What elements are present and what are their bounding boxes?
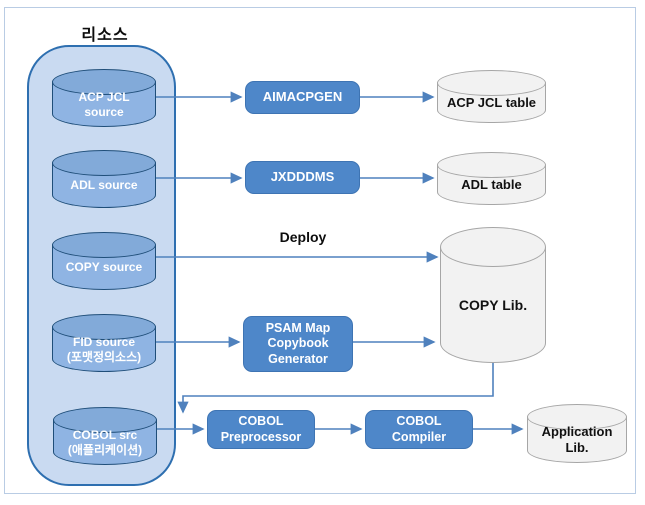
fid-source-label: FID source (포맷정의소스)	[66, 335, 142, 364]
copy-lib-label: COPY Lib.	[458, 296, 528, 313]
cylinder-adl-table: ADL table	[437, 152, 546, 205]
compiler-label: COBOL Compiler	[391, 413, 447, 444]
jxdddms-label: JXDDDMS	[270, 169, 335, 185]
cylinder-copy-source: COPY source	[52, 232, 156, 290]
cylinder-top	[437, 70, 546, 96]
cylinder-top	[440, 227, 546, 267]
cylinder-top	[52, 232, 156, 258]
diagram-frame	[4, 7, 636, 494]
adl-table-label: ADL table	[461, 177, 522, 193]
acp-jcl-source-label: ACP JCL source	[78, 90, 130, 119]
adl-source-label: ADL source	[70, 178, 138, 193]
cobol-source-label: COBOL src (애플리케이션)	[67, 428, 143, 457]
cylinder-acp-jcl-table: ACP JCL table	[437, 70, 546, 123]
acp-jcl-table-label: ACP JCL table	[446, 95, 537, 111]
cylinder-top	[53, 407, 157, 433]
cylinder-adl-source: ADL source	[52, 150, 156, 208]
cylinder-top	[52, 69, 156, 95]
cylinder-application-lib: Application Lib.	[527, 404, 627, 463]
cylinder-cobol-source: COBOL src (애플리케이션)	[53, 407, 157, 465]
application-lib-label: Application Lib.	[541, 424, 613, 455]
cylinder-top	[52, 150, 156, 176]
resources-label: 리소스	[81, 27, 129, 44]
cylinder-top	[52, 314, 156, 340]
psam-label: PSAM Map Copybook Generator	[265, 320, 331, 366]
cylinder-copy-lib: COPY Lib.	[440, 227, 546, 363]
aimacpgen-label: AIMACPGEN	[262, 89, 343, 105]
preprocessor-label: COBOL Preprocessor	[220, 413, 302, 444]
process-cobol-compiler: COBOL Compiler	[365, 410, 473, 449]
cylinder-acp-jcl-source: ACP JCL source	[52, 69, 156, 127]
copy-source-label: COPY source	[65, 260, 143, 275]
process-cobol-preprocessor: COBOL Preprocessor	[207, 410, 315, 449]
cylinder-fid-source: FID source (포맷정의소스)	[52, 314, 156, 372]
cylinder-top	[527, 404, 627, 430]
process-psam-map-copybook-generator: PSAM Map Copybook Generator	[243, 316, 353, 372]
deploy-label: Deploy	[279, 229, 327, 245]
cylinder-top	[437, 152, 546, 178]
process-aimacpgen: AIMACPGEN	[245, 81, 360, 114]
process-jxdddms: JXDDDMS	[245, 161, 360, 194]
